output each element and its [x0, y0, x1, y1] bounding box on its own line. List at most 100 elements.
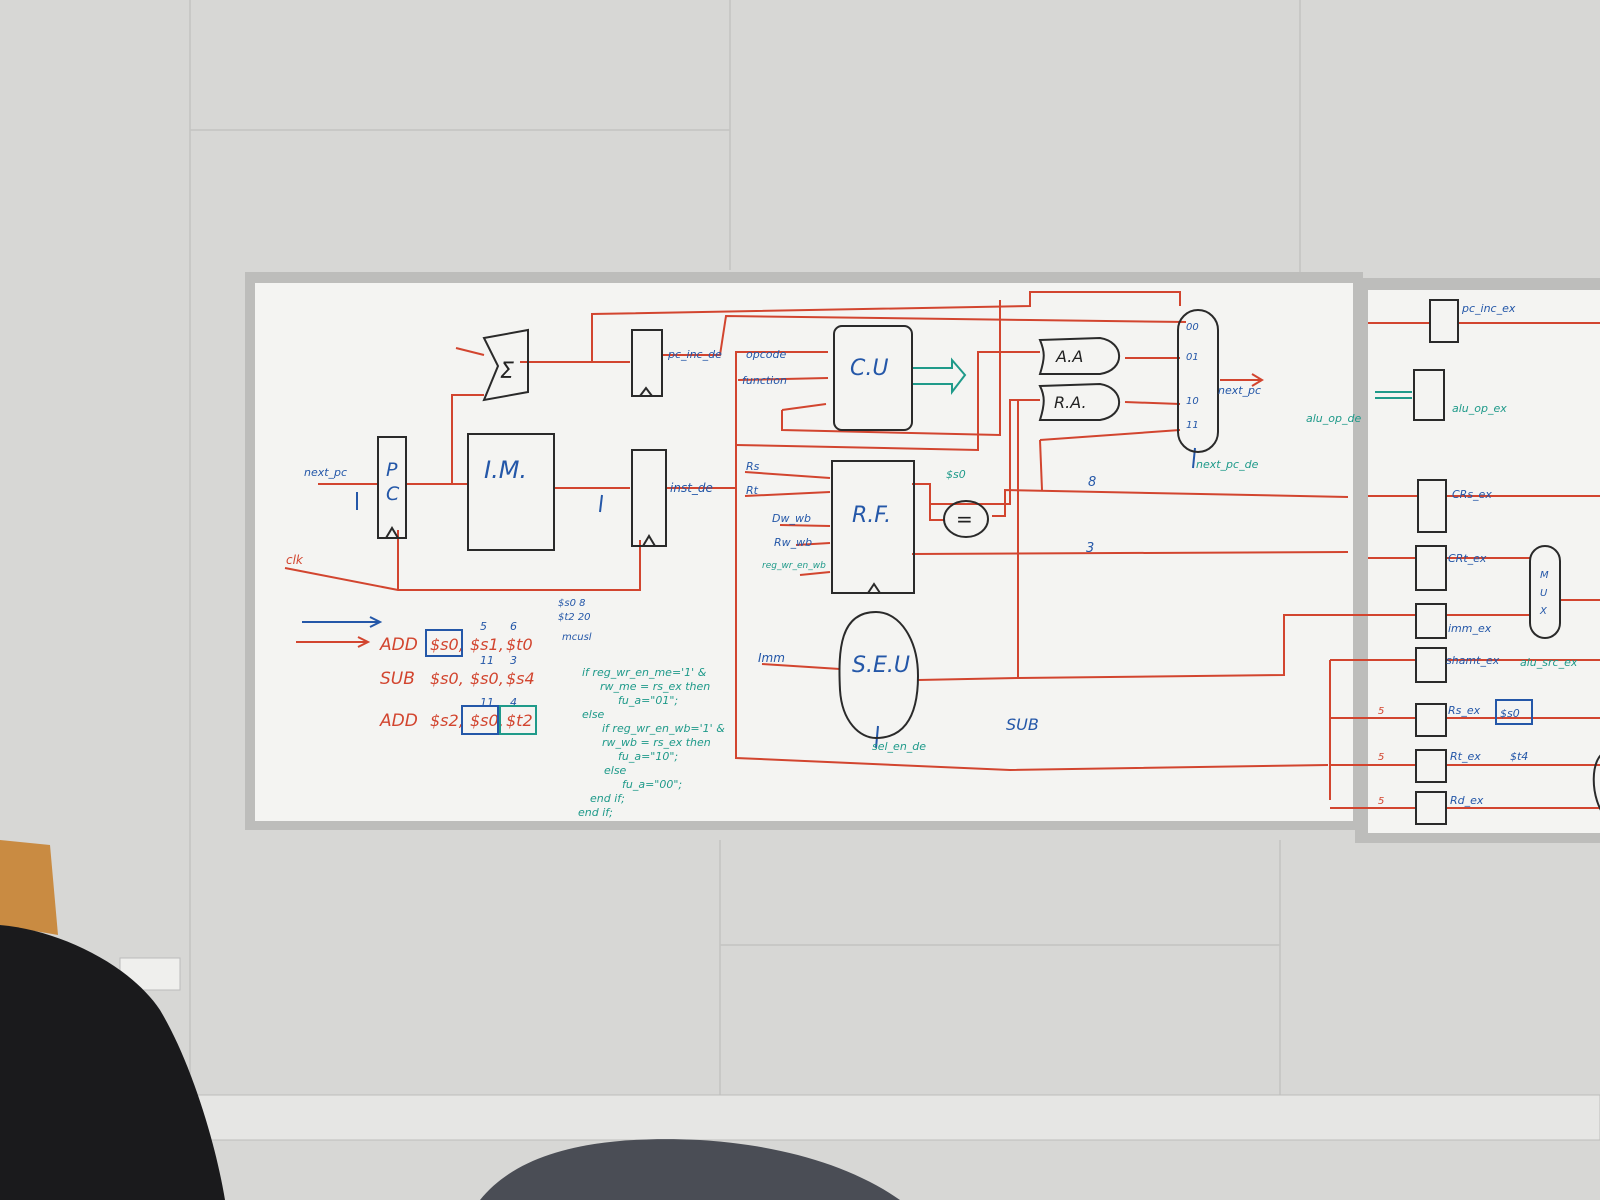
hazard-box-2 [461, 705, 499, 735]
signal-labels: next_pc clk pc_inc_de inst_de opcode fun… [286, 348, 1261, 753]
right-board-label: alu_src_ex [1520, 656, 1578, 669]
control-unit [833, 325, 913, 431]
code-line: else [604, 764, 627, 777]
right-board-label: Rs_ex [1448, 704, 1481, 717]
inst-register [631, 449, 667, 547]
program-arg-c: $s4 [506, 669, 535, 688]
person-leg [0, 925, 225, 1200]
program-arg-b: $s1, [470, 635, 504, 654]
program-op: ADD [379, 635, 418, 655]
program-arg-b: $s0, [470, 711, 504, 730]
program-arg-a: $s0, [430, 635, 464, 654]
right-board-labels: pc_inc_exalu_op_exalu_op_deCRs_exCRt_exi… [1306, 302, 1578, 807]
reg-wr-en-wb-label: reg_wr_en_wb [762, 561, 826, 571]
sub-label: SUB [1006, 715, 1039, 734]
wall-panel-seams [189, 0, 1301, 1110]
num-3-label: 3 [1086, 541, 1094, 556]
reg-s0-label: $s0 [946, 468, 966, 481]
im-label: I.M. [484, 456, 527, 484]
alu-src-mux [1529, 545, 1561, 639]
mux-letter: X [1539, 606, 1548, 617]
ra-label: R.A. [1054, 393, 1087, 412]
program-op: SUB [380, 669, 415, 689]
desk-edge [119, 957, 181, 991]
right-board-surface [1368, 290, 1600, 833]
hazard-box-1 [425, 629, 463, 657]
reg-value-1: $s0 8 [558, 598, 585, 609]
function-label: function [742, 374, 787, 387]
program-mark-2: 6 [510, 620, 517, 633]
rs-ex-register [1415, 703, 1447, 737]
inst-de-label: inst_de [670, 481, 713, 495]
next-pc-de-label: next_pc_de [1196, 458, 1259, 471]
forwarding-code: if reg_wr_en_me='1' &rw_me = rs_ex thenf… [578, 666, 725, 819]
program-mark-1: 11 [480, 696, 494, 709]
equals-label: = [956, 507, 973, 531]
rf-label: R.F. [852, 503, 891, 528]
pc-label-2: C [386, 483, 400, 505]
crs-ex-register [1417, 479, 1447, 533]
sign-extend-unit [838, 610, 920, 740]
block-labels: P C I.M. Σ C.U R.F. S.E.U = A.A R.A. 00 … [386, 322, 1199, 678]
next-pc-in-label: next_pc [304, 466, 347, 479]
pc-inc-register [631, 329, 663, 397]
code-line: fu_a="01"; [618, 694, 678, 707]
code-line: end if; [590, 792, 625, 805]
mux-letter: M [1540, 570, 1549, 581]
instruction-memory [467, 433, 555, 551]
program-mark-1: 11 [480, 654, 494, 667]
pc-inc-de-label: pc_inc_de [667, 348, 722, 361]
code-line: fu_a="00"; [622, 778, 682, 791]
right-board-label: CRt_ex [1448, 552, 1487, 565]
code-line: end if; [578, 806, 613, 819]
imm-ex-register [1415, 603, 1447, 639]
program-mark-2: 3 [510, 654, 517, 667]
right-board-drawing [1329, 299, 1600, 825]
rw-wb-label: Rw_wb [774, 536, 812, 549]
right-board-label: $s0 [1500, 707, 1520, 720]
datapath-wires [284, 291, 1349, 772]
mux-in-11: 11 [1186, 420, 1199, 431]
next-pc-mux [1177, 309, 1219, 453]
right-board-label: alu_op_de [1306, 412, 1361, 425]
rd-ex-register [1415, 791, 1447, 825]
right-board-label: pc_inc_ex [1461, 302, 1516, 315]
right-board-label: imm_ex [1448, 622, 1492, 635]
datapath-blocks [377, 309, 1219, 740]
program-arg-c: $t0 [506, 635, 533, 654]
right-board-label: Rt_ex [1450, 750, 1481, 763]
person-head [480, 1139, 900, 1200]
width-label: 5 [1378, 752, 1384, 763]
pc-inc-ex-register [1429, 299, 1459, 343]
program-arg-a: $s2, [430, 711, 464, 730]
dw-wb-label: Dw_wb [772, 512, 811, 525]
width-label: 5 [1378, 706, 1384, 717]
program-mark-2: 4 [510, 696, 517, 709]
program-arg-b: $s0, [470, 669, 504, 688]
program-arg-c: $t2 [506, 711, 533, 730]
reg-value-2: $t2 20 [558, 612, 591, 623]
s0-box [1495, 699, 1533, 725]
cu-label: C.U [850, 356, 888, 381]
equals-comparator [943, 500, 989, 538]
wall-ledge [189, 1094, 1600, 1141]
register-file [831, 460, 915, 594]
register-adder [1038, 382, 1120, 421]
aa-label: A.A [1055, 347, 1083, 366]
code-line: else [582, 708, 605, 721]
num-8-label: 8 [1088, 475, 1096, 490]
reg-value-3: mcusl [562, 632, 592, 643]
seu-label: S.E.U [852, 653, 910, 678]
rt-label: Rt [746, 484, 759, 497]
rs-label: Rs [746, 460, 760, 473]
alu-op-ex-register [1413, 369, 1445, 421]
address-adder [1038, 336, 1120, 375]
code-line: if reg_wr_en_me='1' & [582, 666, 707, 679]
pc-label: P [386, 459, 398, 481]
hazard-box-3 [499, 705, 537, 735]
code-line: rw_wb = rs_ex then [602, 736, 711, 749]
